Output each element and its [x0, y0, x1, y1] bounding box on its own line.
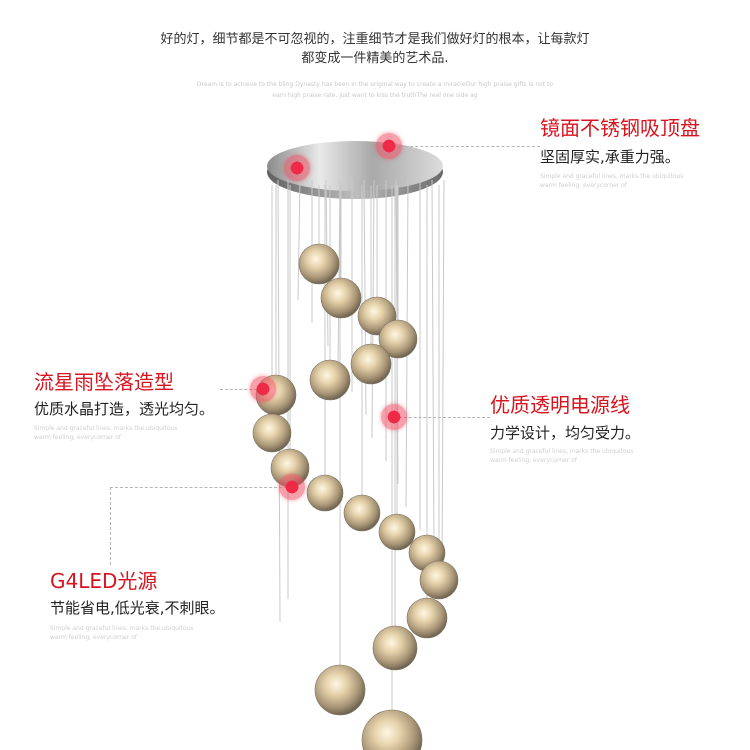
crystal-ball	[419, 560, 459, 600]
leader-line-wire	[394, 417, 490, 418]
leader-line-meteor	[220, 389, 262, 390]
hotspot-led[interactable]	[279, 474, 305, 500]
hotspot-plate-left[interactable]	[284, 155, 310, 181]
feature-title-wire: 优质透明电源线	[490, 393, 630, 417]
hotspot-wire[interactable]	[381, 404, 407, 430]
feature-faint-plate-2: warm feeling, everycorner of	[540, 182, 627, 189]
hotspot-meteor[interactable]	[250, 376, 276, 402]
crystal-balls	[252, 243, 459, 750]
crystal-ball	[378, 513, 416, 551]
crystal-ball	[350, 343, 392, 385]
crystal-ball	[361, 709, 423, 750]
hotspot-plate[interactable]	[376, 133, 402, 159]
crystal-ball	[252, 413, 292, 453]
crystal-ball	[320, 277, 362, 319]
feature-desc-wire: 力学设计，均匀受力。	[490, 424, 641, 442]
feature-faint-wire-1: Simple and graceful lines, marks the ubi…	[490, 448, 634, 455]
intro-english-line-2: earn high praise rate, just want to kiss…	[272, 92, 478, 99]
crystal-ball	[378, 319, 418, 359]
power-wire	[441, 179, 445, 577]
crystal-ball	[343, 494, 381, 532]
power-wire	[297, 179, 301, 301]
feature-faint-plate-1: Simple and graceful lines, marks the ubi…	[540, 173, 684, 180]
feature-desc-led: 节能省电,低光衰,不刺眼。	[50, 599, 225, 617]
crystal-ball	[314, 664, 366, 716]
crystal-ball	[309, 359, 351, 401]
feature-title-meteor: 流星雨坠落造型	[34, 370, 174, 394]
leader-line-led	[110, 487, 292, 488]
leader-line-plate	[400, 146, 540, 147]
crystal-ball	[306, 474, 344, 512]
crystal-ball	[406, 597, 448, 639]
crystal-ball	[372, 625, 418, 671]
feature-faint-led-1: Simple and graceful lines, marks the ubi…	[50, 625, 194, 632]
intro-line-2: 都变成一件精美的艺术品.	[301, 51, 449, 66]
feature-title-plate: 镜面不锈钢吸顶盘	[540, 116, 700, 140]
feature-faint-meteor-1: Simple and graceful lines, marks the ubi…	[34, 425, 178, 432]
feature-faint-led-2: warm feeling, everycorner of	[50, 634, 137, 641]
intro-english-line-1: Dream is to achieve to the bling Dynasty…	[196, 81, 554, 88]
leader-line-led-vertical	[110, 487, 111, 565]
feature-faint-wire-2: warm feeling, everycorner of	[490, 457, 577, 464]
feature-faint-meteor-2: warm feeling, everycorner of	[34, 434, 121, 441]
feature-title-led: G4LED光源	[50, 569, 158, 593]
intro-line-1: 好的灯，细节都是不可忽视的，注重细节才是我们做好灯的根本，让每款灯	[160, 32, 590, 47]
crystal-ball	[298, 243, 340, 285]
power-wire	[431, 179, 435, 554]
feature-desc-plate: 坚固厚实,承重力强。	[540, 148, 680, 166]
feature-desc-meteor: 优质水晶打造，透光均匀。	[34, 400, 215, 418]
